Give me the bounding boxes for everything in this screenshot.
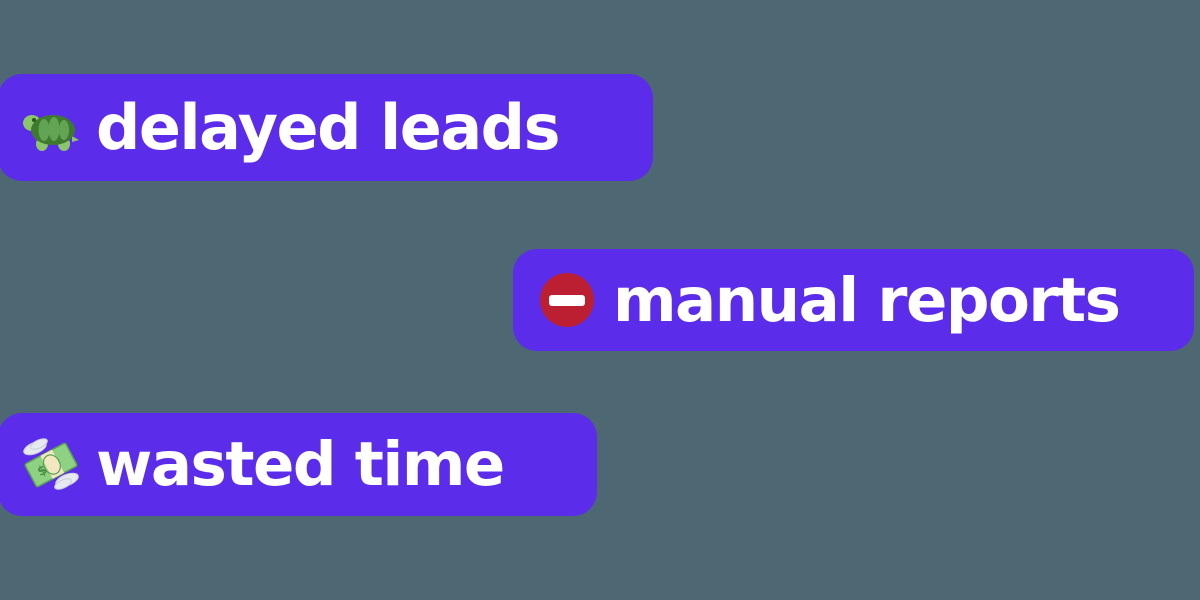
turtle-icon [22, 106, 80, 152]
no-entry-icon [539, 272, 595, 328]
badge-label-wasted-time: wasted time [96, 429, 505, 500]
badge-delayed-leads[interactable]: delayed leads [0, 74, 653, 181]
money-with-wings-icon: $ [22, 437, 80, 492]
badge-manual-reports[interactable]: manual reports [513, 249, 1194, 351]
badge-wasted-time[interactable]: $ wasted time [0, 413, 597, 516]
badge-label-manual-reports: manual reports [613, 264, 1121, 336]
badge-label-delayed-leads: delayed leads [96, 90, 560, 164]
